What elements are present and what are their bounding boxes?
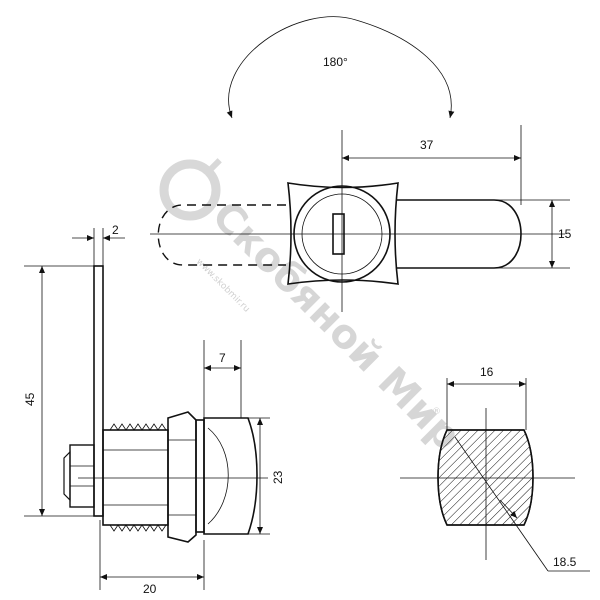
cross-section-view: 16 18.5 [400, 365, 590, 572]
rear-nut-bevel [63, 450, 71, 502]
dim-23-label: 23 [271, 470, 285, 484]
rotation-arc [226, 16, 455, 119]
cam-rotated-position [157, 204, 286, 266]
watermark-brand: Скобяной Мир [203, 193, 470, 460]
rotation-indicator: 180° [226, 16, 455, 119]
lock-head-side [203, 417, 258, 535]
flange-plate [93, 265, 104, 517]
thread-marks-top [109, 423, 167, 532]
dim-16-label: 16 [480, 365, 494, 379]
side-view: 2 45 7 23 20 [23, 223, 285, 596]
rotation-angle-label: 180° [323, 55, 348, 69]
cross-section-outline [437, 429, 534, 526]
dim-37-label: 37 [420, 138, 434, 152]
dim-45-label: 45 [23, 392, 37, 406]
dim-18-5-label: 18.5 [553, 555, 577, 569]
dim-7-label: 7 [219, 351, 226, 365]
dim-18-5-arrow [499, 499, 518, 519]
lock-head-curve [207, 427, 229, 525]
cross-section-profile [437, 429, 534, 526]
dim-15-label: 15 [558, 227, 572, 241]
watermark-registered-mark: ® [432, 407, 441, 417]
washer [195, 419, 205, 533]
watermark-logo-icon [159, 158, 222, 221]
front-view: 37 15 [150, 125, 572, 312]
lock-head-square [287, 182, 399, 285]
hex-nut [167, 411, 197, 543]
dim-20-label: 20 [143, 582, 157, 596]
rear-nut [69, 444, 95, 508]
dim-18-5-diagonal [454, 436, 549, 572]
dim-2-label: 2 [112, 223, 119, 237]
threaded-body [102, 429, 169, 526]
